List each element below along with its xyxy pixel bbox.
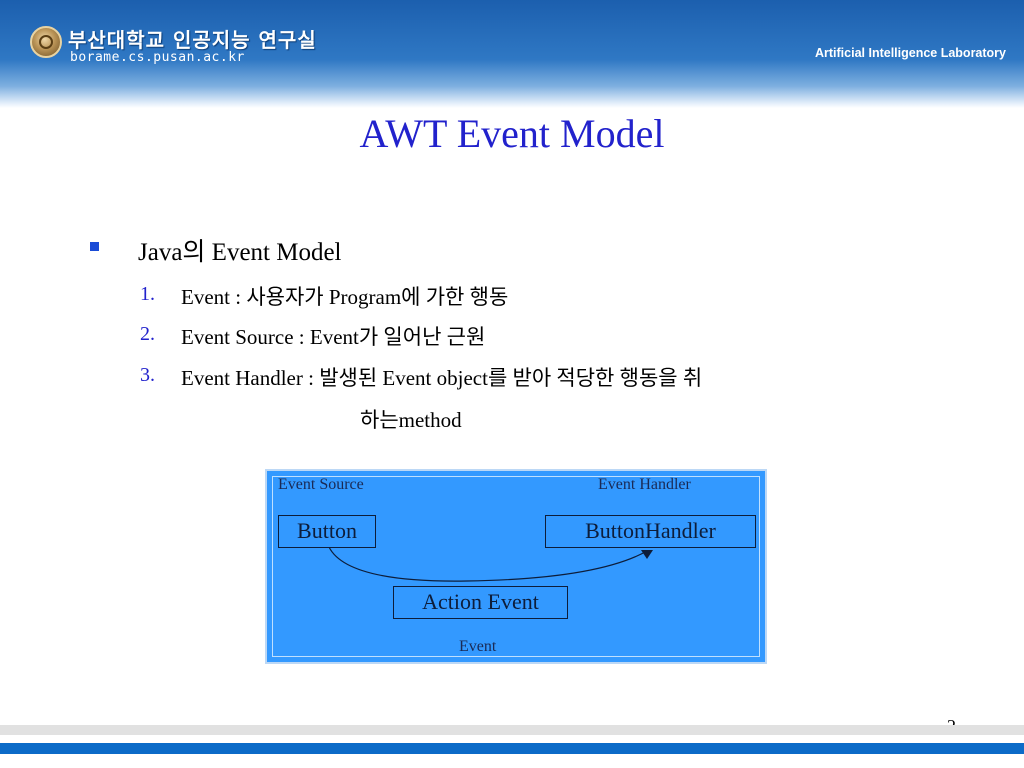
list-item-continuation: 하는method xyxy=(360,408,462,432)
item-number: 1. xyxy=(140,283,155,305)
lab-url: borame.cs.pusan.ac.kr xyxy=(70,50,245,65)
footer-blue-bar xyxy=(0,743,1024,754)
event-label: Event xyxy=(459,638,497,655)
action-event-box: Action Event xyxy=(393,586,568,619)
list-item: Event Handler : 발생된 Event object를 받아 적당한… xyxy=(181,366,703,390)
event-model-diagram: Event Source Event Handler Button Button… xyxy=(265,469,767,664)
button-box: Button xyxy=(278,515,376,548)
list-item: Event Source : Event가 일어난 근원 xyxy=(181,325,486,349)
lab-name-korean: 부산대학교 인공지능 연구실 xyxy=(68,28,317,52)
event-source-label: Event Source xyxy=(278,476,364,493)
lab-name-english: Artificial Intelligence Laboratory xyxy=(814,46,1006,60)
button-handler-box: ButtonHandler xyxy=(545,515,756,548)
bullet-square-icon xyxy=(90,242,99,251)
university-seal-icon xyxy=(30,26,62,58)
item-number: 2. xyxy=(140,323,155,345)
list-item: Event : 사용자가 Program에 가한 행동 xyxy=(181,285,509,309)
event-handler-label: Event Handler xyxy=(598,476,691,493)
footer-gray-bar xyxy=(0,725,1024,735)
diagram-inner-border xyxy=(272,476,760,657)
item-number: 3. xyxy=(140,364,155,386)
event-flow-arrow xyxy=(328,546,653,582)
slide-title: AWT Event Model xyxy=(359,111,665,156)
bullet-text: Java의 Event Model xyxy=(138,239,342,266)
header-banner: 부산대학교 인공지능 연구실 borame.cs.pusan.ac.kr Art… xyxy=(0,0,1024,108)
